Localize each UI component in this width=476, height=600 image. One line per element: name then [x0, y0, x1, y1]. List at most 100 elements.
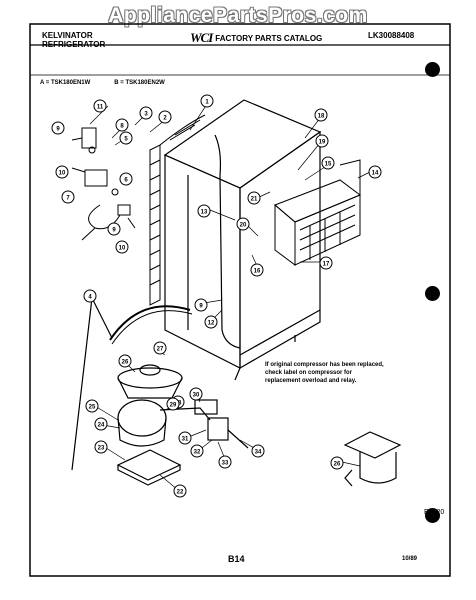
binder-hole-middle — [425, 286, 440, 301]
svg-text:6: 6 — [124, 178, 128, 184]
svg-text:5: 5 — [124, 137, 128, 143]
callout-5: 5 — [119, 131, 133, 145]
callout-30: 30 — [189, 387, 203, 401]
callout-10a: 10 — [55, 165, 69, 179]
condenser-coil — [149, 114, 206, 306]
drain-tube — [109, 305, 191, 341]
catalog-title: FACTORY PARTS CATALOG — [215, 33, 323, 43]
binder-hole-top — [425, 62, 440, 77]
catalog-header: WCI FACTORY PARTS CATALOG — [190, 30, 322, 46]
model-b: B = TSK180EN2W — [114, 80, 165, 86]
svg-text:16: 16 — [254, 269, 261, 275]
svg-text:9: 9 — [56, 127, 60, 133]
callout-14: 14 — [368, 165, 382, 179]
svg-text:4: 4 — [88, 295, 92, 301]
callout-15: 15 — [321, 156, 335, 170]
svg-text:8: 8 — [120, 124, 124, 130]
callout-19: 19 — [315, 134, 329, 148]
compressor-note: If original compressor has been replaced… — [265, 362, 384, 384]
svg-text:31: 31 — [182, 437, 189, 443]
svg-text:34: 34 — [255, 450, 262, 456]
callout-8: 8 — [115, 118, 129, 132]
svg-text:17: 17 — [323, 262, 330, 268]
svg-text:32: 32 — [194, 450, 201, 456]
page-border — [29, 23, 451, 577]
callout-11: 11 — [93, 99, 107, 113]
callout-33: 33 — [218, 455, 232, 469]
wci-logo: WCI — [190, 30, 213, 45]
svg-text:13: 13 — [201, 210, 208, 216]
svg-text:19: 19 — [319, 140, 326, 146]
svg-text:14: 14 — [372, 171, 379, 177]
svg-text:26: 26 — [122, 360, 129, 366]
callout-25: 25 — [85, 399, 99, 413]
evaporator-assembly — [274, 159, 362, 266]
callout-4: 4 — [83, 289, 97, 303]
svg-text:30: 30 — [193, 393, 200, 399]
callout-24: 24 — [94, 417, 108, 431]
callout-27: 27 — [153, 341, 167, 355]
refrigerant-tube — [214, 134, 241, 349]
svg-text:3: 3 — [144, 112, 148, 118]
svg-text:10: 10 — [59, 171, 66, 177]
svg-text:21: 21 — [251, 197, 258, 203]
callout-1: 1 — [200, 94, 214, 108]
callout-3: 3 — [139, 106, 153, 120]
svg-text:9: 9 — [199, 304, 203, 310]
svg-text:24: 24 — [98, 423, 105, 429]
svg-text:18: 18 — [318, 114, 325, 120]
callout-22: 22 — [173, 484, 187, 498]
catalog-number: LK30088408 — [368, 31, 415, 40]
page-number: B14 — [228, 554, 245, 564]
callout-21: 21 — [247, 191, 261, 205]
callout-20: 20 — [236, 217, 250, 231]
part-callouts: 1 2 3 4 5 6 7 8 9 9 9 10 10 11 12 13 14 … — [51, 94, 382, 498]
callout-34: 34 — [251, 444, 265, 458]
callout-6: 6 — [119, 172, 133, 186]
callout-26a: 26 — [118, 354, 132, 368]
callout-9a: 9 — [51, 121, 65, 135]
svg-text:33: 33 — [222, 461, 229, 467]
svg-text:22: 22 — [177, 490, 184, 496]
brand-name: KELVINATOR — [42, 31, 93, 40]
refrigerator-cabinet — [163, 99, 322, 381]
compressor-inset — [343, 431, 402, 487]
callout-16: 16 — [250, 263, 264, 277]
callout-9b: 9 — [107, 222, 121, 236]
svg-text:2: 2 — [163, 116, 167, 122]
callout-2: 2 — [158, 110, 172, 124]
svg-text:15: 15 — [325, 162, 332, 168]
svg-text:26: 26 — [334, 462, 341, 468]
svg-text:1: 1 — [205, 100, 209, 106]
callout-26b: 26 — [330, 456, 344, 470]
svg-text:23: 23 — [98, 446, 105, 452]
callout-17: 17 — [319, 256, 333, 270]
callout-18: 18 — [314, 108, 328, 122]
callout-9c: 9 — [194, 298, 208, 312]
binder-hole-bottom — [425, 508, 440, 523]
callout-32: 32 — [190, 444, 204, 458]
svg-text:11: 11 — [97, 105, 104, 111]
svg-text:25: 25 — [89, 405, 96, 411]
svg-text:7: 7 — [66, 196, 70, 202]
svg-text:27: 27 — [157, 347, 164, 353]
callout-10b: 10 — [115, 240, 129, 254]
svg-text:9: 9 — [112, 228, 116, 234]
callout-23: 23 — [94, 440, 108, 454]
callout-13: 13 — [197, 204, 211, 218]
callout-12: 12 — [204, 315, 218, 329]
svg-text:20: 20 — [240, 223, 247, 229]
watermark: AppliancePartsPros.com — [108, 4, 368, 27]
callout-29: 29 — [166, 397, 180, 411]
page-date: 10/89 — [402, 556, 418, 562]
model-list: A = TSK180EN1W B = TSK180EN2W — [40, 80, 165, 86]
callout-7: 7 — [61, 190, 75, 204]
callout-31: 31 — [178, 431, 192, 445]
diagram-code: E0720 — [424, 509, 445, 516]
svg-text:29: 29 — [170, 403, 177, 409]
svg-text:12: 12 — [208, 321, 215, 327]
model-a: A = TSK180EN1W — [40, 80, 91, 86]
svg-text:10: 10 — [119, 246, 126, 252]
